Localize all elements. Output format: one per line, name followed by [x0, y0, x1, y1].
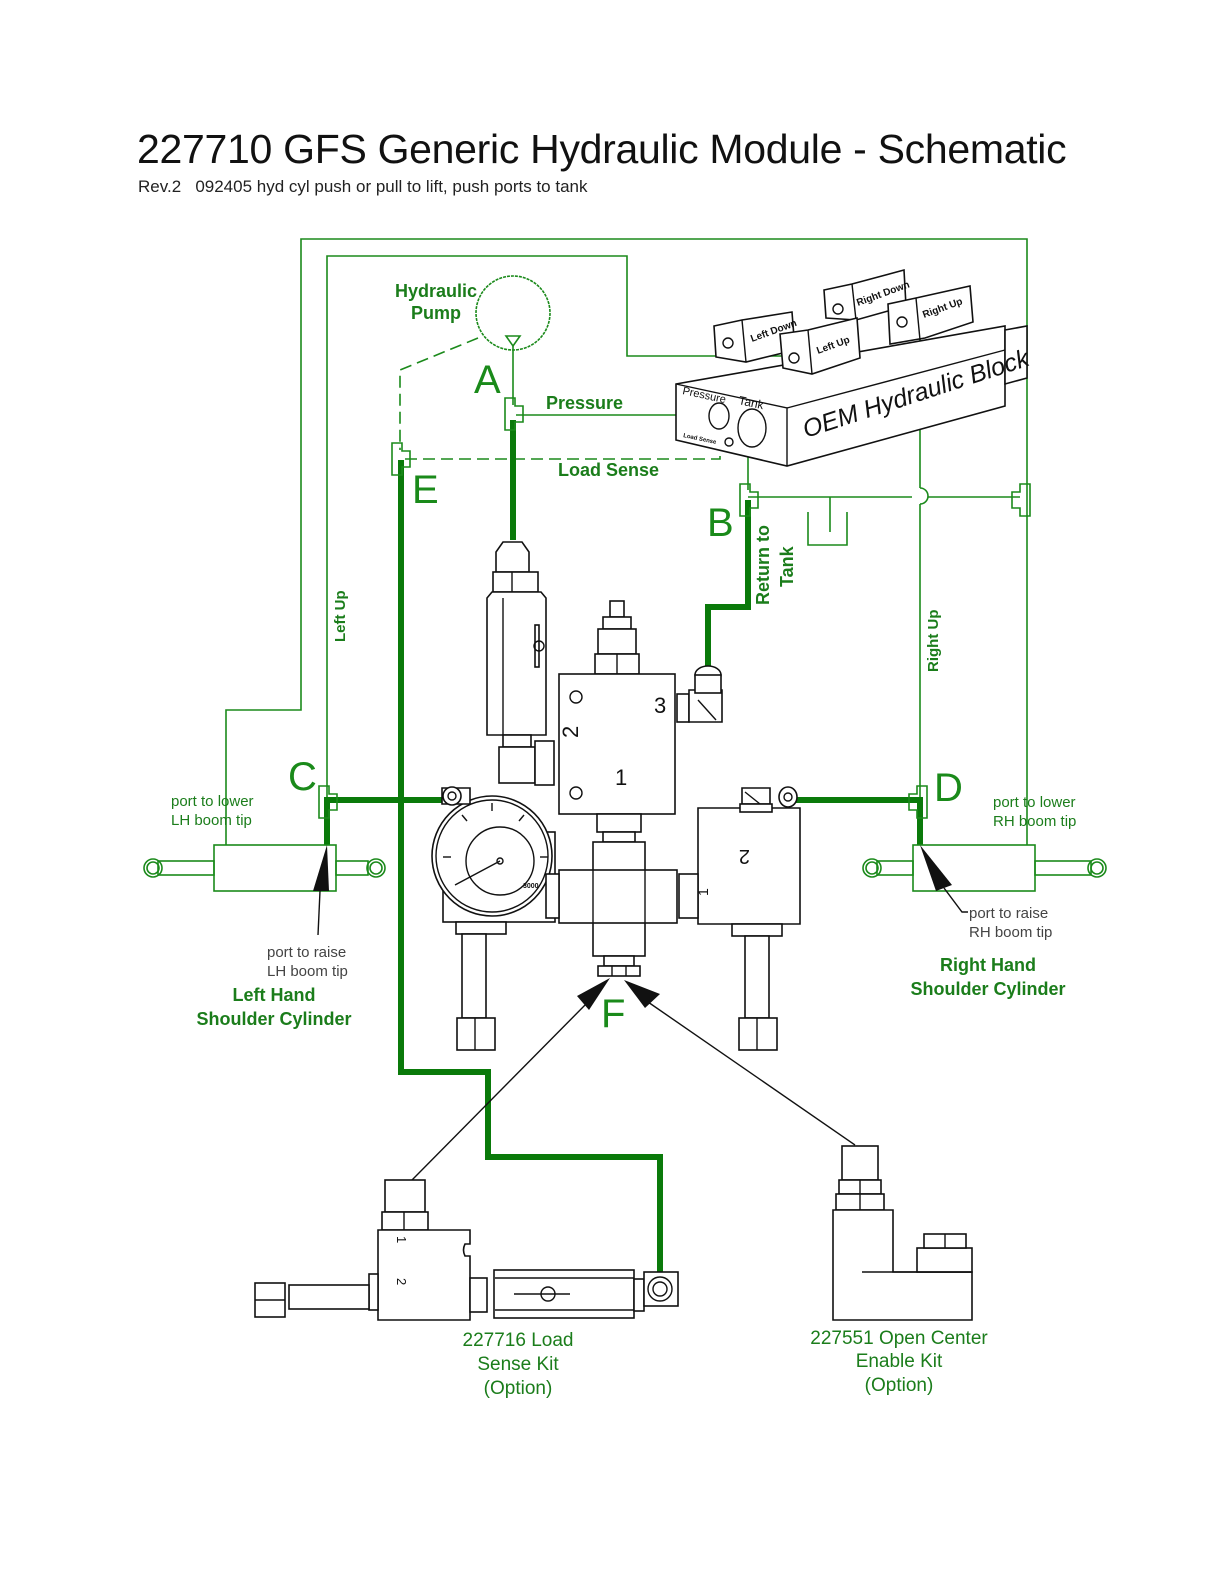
right-up-label: Right Up	[925, 610, 942, 672]
hydraulic-pump[interactable]: Hydraulic Pump	[395, 275, 551, 351]
pressure-label: Pressure	[546, 393, 623, 413]
callout-arrow-icon	[577, 978, 610, 1010]
return-label-2: Tank	[777, 545, 797, 587]
lh-port-lower-2: LH boom tip	[171, 812, 252, 829]
hose-C	[324, 797, 450, 845]
tee-D	[908, 785, 928, 819]
gauge-scale-label: 3000	[523, 883, 539, 890]
return-label-1: Return to	[753, 525, 773, 605]
callouts-F	[411, 978, 856, 1181]
hose-D	[795, 797, 923, 845]
oc-kit-label-3: (Option)	[865, 1375, 934, 1396]
valve-right-up[interactable]: Right Up	[887, 285, 974, 345]
ls-kit-port-2: 2	[394, 1278, 409, 1285]
manifold-port-3: 3	[654, 693, 666, 718]
port-tank	[737, 408, 767, 448]
manifold-assembly[interactable]: 1 2 3 3000	[431, 541, 801, 1051]
page-title: 227710 GFS Generic Hydraulic Module - Sc…	[137, 126, 1067, 172]
right-hand-cylinder[interactable]: port to lower RH boom tip port to raise …	[862, 794, 1107, 999]
load-sense-kit[interactable]: 1 2 227716 Load Sense Kit (Option)	[254, 1179, 679, 1399]
point-D: D	[934, 766, 963, 810]
point-B: B	[707, 501, 734, 545]
raise-port-arrow-icon	[920, 845, 952, 891]
oem-hydraulic-block[interactable]: Left Down Right Down Left Up Right Up Pr…	[675, 268, 1034, 467]
manifold-port-2: 2	[558, 726, 583, 738]
port-pressure	[708, 402, 730, 430]
ls-kit-port-1: 1	[394, 1236, 409, 1243]
pump-outlet-triangle-icon	[504, 335, 522, 348]
ls-kit-label-1: 227716 Load	[463, 1330, 574, 1351]
oc-kit-label-1: 227551 Open Center	[810, 1328, 988, 1349]
aux-port-1: 1	[695, 888, 711, 896]
pump-label-1: Hydraulic	[395, 281, 477, 301]
lh-port-raise-1: port to raise	[267, 944, 346, 961]
rh-cylinder-name-2: Shoulder Cylinder	[910, 979, 1065, 999]
pressure-filter	[486, 541, 555, 786]
aux-valve-block: 2 1	[678, 786, 801, 1051]
tee-right	[1011, 483, 1031, 517]
ls-kit-label-3: (Option)	[484, 1378, 553, 1399]
pump-label-2: Pump	[411, 303, 461, 323]
valve-left-up[interactable]: Left Up	[779, 316, 861, 375]
oc-kit-label-2: Enable Kit	[856, 1351, 943, 1372]
hose-return-B	[705, 500, 751, 668]
main-valve-block	[558, 673, 676, 815]
tank-symbol	[807, 512, 848, 546]
left-up-label: Left Up	[332, 590, 349, 642]
aux-port-2: 2	[739, 845, 750, 867]
raise-port-arrow-icon	[313, 845, 329, 891]
revision-note: Rev.2 092405 hyd cyl push or pull to lif…	[138, 177, 588, 196]
ls-kit-label-2: Sense Kit	[477, 1354, 559, 1375]
lh-port-lower-1: port to lower	[171, 793, 254, 810]
point-F: F	[601, 992, 625, 1036]
hose-E	[398, 460, 663, 1285]
lh-port-raise-2: LH boom tip	[267, 963, 348, 980]
lh-cylinder-name-1: Left Hand	[233, 985, 316, 1005]
port-load-sense	[724, 437, 734, 447]
tee-A	[504, 397, 524, 431]
point-C: C	[288, 755, 317, 799]
rh-port-lower-1: port to lower	[993, 794, 1076, 811]
open-center-kit[interactable]: 227551 Open Center Enable Kit (Option)	[810, 1145, 988, 1396]
callout-arrow-icon	[624, 980, 660, 1008]
port-tank-label: Tank	[737, 393, 766, 412]
rh-cylinder-name-1: Right Hand	[940, 955, 1036, 975]
tee-fittings	[318, 397, 1031, 819]
left-hand-cylinder[interactable]: port to lower LH boom tip port to raise …	[143, 793, 386, 1029]
point-E: E	[412, 468, 439, 512]
pressure-gauge: 3000	[431, 786, 556, 1051]
tee-C	[318, 785, 338, 819]
load-sense-label: Load Sense	[558, 460, 659, 480]
thick-hoses	[324, 420, 923, 1285]
manifold-port-1: 1	[615, 765, 627, 790]
rh-port-raise-1: port to raise	[969, 905, 1048, 922]
tee-E	[391, 442, 411, 476]
valve-right-down[interactable]: Right Down	[823, 268, 911, 321]
line-right-up-hop	[919, 487, 929, 505]
tee-B	[739, 483, 759, 517]
point-A: A	[474, 358, 501, 402]
lh-cylinder-name-2: Shoulder Cylinder	[196, 1009, 351, 1029]
line-left-up	[326, 255, 790, 845]
rh-port-lower-2: RH boom tip	[993, 813, 1076, 830]
rh-port-raise-2: RH boom tip	[969, 924, 1052, 941]
